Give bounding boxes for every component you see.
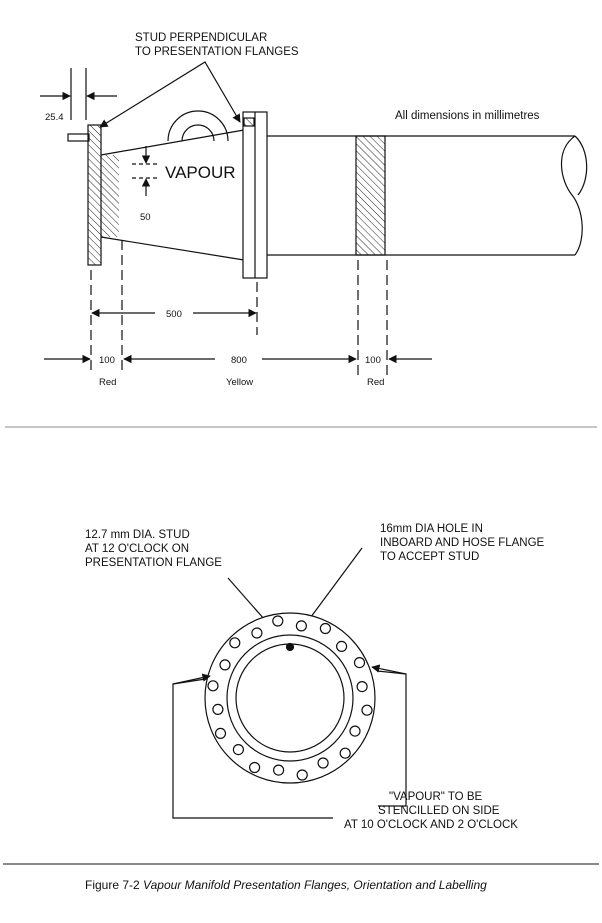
figure-number: Figure 7-2 [85,878,143,892]
bolt-hole [336,640,348,653]
pipe-red-band [355,135,386,256]
stud-dia-note-line1: 12.7 mm DIA. STUD [85,529,190,541]
lifting-lug [167,110,229,142]
bolt-hole [319,622,331,635]
dim-25-4-label: 25.4 [45,112,64,123]
reducer-band-hatch [101,155,119,237]
pipe-break-end [560,135,588,256]
bolt-hole [214,727,227,740]
hole-note-leader [304,547,363,626]
hole-note-line3: TO ACCEPT STUD [380,551,479,563]
hole-note-line1: 16mm DIA HOLE IN [380,523,483,535]
stencil-arrow-left [172,673,211,685]
presentation-stud [67,133,90,142]
bolt-hole [361,704,373,716]
stencil-note-line1: "VAPOUR" TO BE [389,791,482,803]
stud-dia-note-line3: PRESENTATION FLANGE [85,557,222,569]
stencil-note-line3: AT 10 O'CLOCK AND 2 O'CLOCK [344,819,518,831]
bolt-hole [251,627,263,639]
bolt-hole [317,757,329,769]
flange-outer-ring [204,612,376,784]
presentation-flange-left [87,124,102,266]
stud-leader-line [99,61,241,128]
dim-500-label: 500 [166,309,182,320]
lifting-lug-inner [181,124,215,142]
stencil-note-line2: STENCILLED ON SIDE [378,805,500,817]
bolt-hole [207,680,219,692]
band-middle-color: Yellow [226,377,253,388]
side-view: STUD PERPENDICULAR TO PRESENTATION FLANG… [40,32,588,388]
pipe-outline-left [172,677,333,819]
bolt-hole [273,764,285,776]
end-view: 12.7 mm DIA. STUD AT 12 O'CLOCK ON PRESE… [85,523,545,831]
bolt-hole [296,769,308,781]
flange-pipe-bore-outer [226,634,354,762]
stud-note-line2: TO PRESENTATION FLANGES [135,46,299,58]
bolt-hole [295,620,307,632]
stud-dia-note-line2: AT 12 O'CLOCK ON [85,543,189,555]
dim-100-left-label: 100 [99,355,115,366]
bolt-hole [349,725,361,737]
pipe-outline-right [376,670,407,807]
band-right-color: Red [367,377,384,388]
stencil-arrow-right [371,664,407,675]
dim-800-label: 800 [231,355,247,366]
bolt-hole [232,743,244,756]
bolt-hole [212,703,224,716]
figure-caption: Figure 7-2 Vapour Manifold Presentation … [85,878,487,892]
vapour-stencil-label: VAPOUR [165,163,236,182]
figure-title: Vapour Manifold Presentation Flanges, Or… [143,878,487,892]
band-left-color: Red [99,377,116,388]
bolt-hole [353,656,366,669]
dim-100-right-label: 100 [365,355,381,366]
bolt-hole [339,747,351,759]
dim-50-label: 50 [140,212,151,223]
stud-at-12-oclock [285,642,295,652]
stud-hole-right [243,117,255,127]
hole-note-line2: INBOARD AND HOSE FLANGE [380,537,545,549]
bolt-hole [219,659,231,671]
bolt-hole [356,680,368,693]
bolt-hole [272,615,284,627]
stud-note-line1: STUD PERPENDICULAR [135,32,267,44]
bolt-hole [229,637,241,649]
bolt-hole [249,761,261,774]
units-note: All dimensions in millimetres [395,110,540,122]
bolt-holes [207,615,373,781]
